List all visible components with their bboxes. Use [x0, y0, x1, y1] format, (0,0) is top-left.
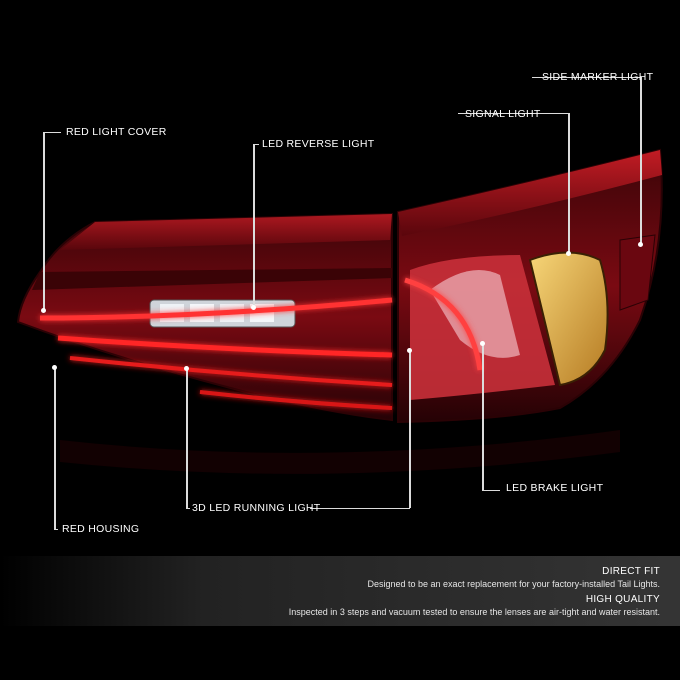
red-light-cover-label: RED LIGHT COVER	[66, 126, 167, 138]
callout-line	[458, 113, 568, 114]
callout-line	[54, 367, 56, 530]
running-light-bars	[39, 297, 393, 410]
callout-line	[43, 132, 45, 310]
callout-line	[186, 508, 190, 509]
floor-reflection	[60, 430, 620, 474]
brake-led-cluster	[404, 255, 555, 400]
callout-line	[568, 113, 570, 254]
high-quality-title: HIGH QUALITY	[585, 594, 660, 605]
callout-line	[532, 77, 640, 78]
callout-line	[43, 132, 61, 133]
callout-dot	[638, 242, 643, 247]
callout-line	[482, 343, 484, 491]
callout-dot	[41, 308, 46, 313]
callout-dot	[407, 348, 412, 353]
high-quality-text: Inspected in 3 steps and vacuum tested t…	[288, 607, 660, 617]
side-marker-light-label: SIDE MARKER LIGHT	[542, 71, 654, 83]
callout-dot	[480, 341, 485, 346]
direct-fit-text: Designed to be an exact replacement for …	[367, 579, 661, 589]
callout-line	[186, 368, 188, 508]
3d-led-running-light-label: 3D LED RUNNING LIGHT	[192, 502, 321, 514]
signal-light-label: SIGNAL LIGHT	[465, 108, 541, 120]
callout-line	[253, 144, 259, 145]
callout-line	[640, 77, 642, 245]
callout-line	[409, 350, 411, 508]
feature-info-panel: DIRECT FIT Designed to be an exact repla…	[0, 556, 680, 626]
callout-line	[253, 144, 255, 307]
callout-line	[54, 529, 58, 530]
led-reverse-light-label: LED REVERSE LIGHT	[262, 138, 375, 150]
callout-dot	[184, 366, 189, 371]
red-housing-label: RED HOUSING	[62, 523, 140, 535]
led-brake-light-label: LED BRAKE LIGHT	[506, 482, 604, 494]
callout-dot	[52, 365, 57, 370]
callout-line	[482, 490, 500, 491]
side-marker-lens	[619, 234, 656, 311]
callout-dot	[566, 251, 571, 256]
callout-dot	[251, 305, 256, 310]
direct-fit-title: DIRECT FIT	[602, 566, 660, 577]
callout-line	[310, 508, 410, 509]
quarter-lamp	[397, 148, 663, 424]
trunk-lamp	[16, 212, 393, 422]
